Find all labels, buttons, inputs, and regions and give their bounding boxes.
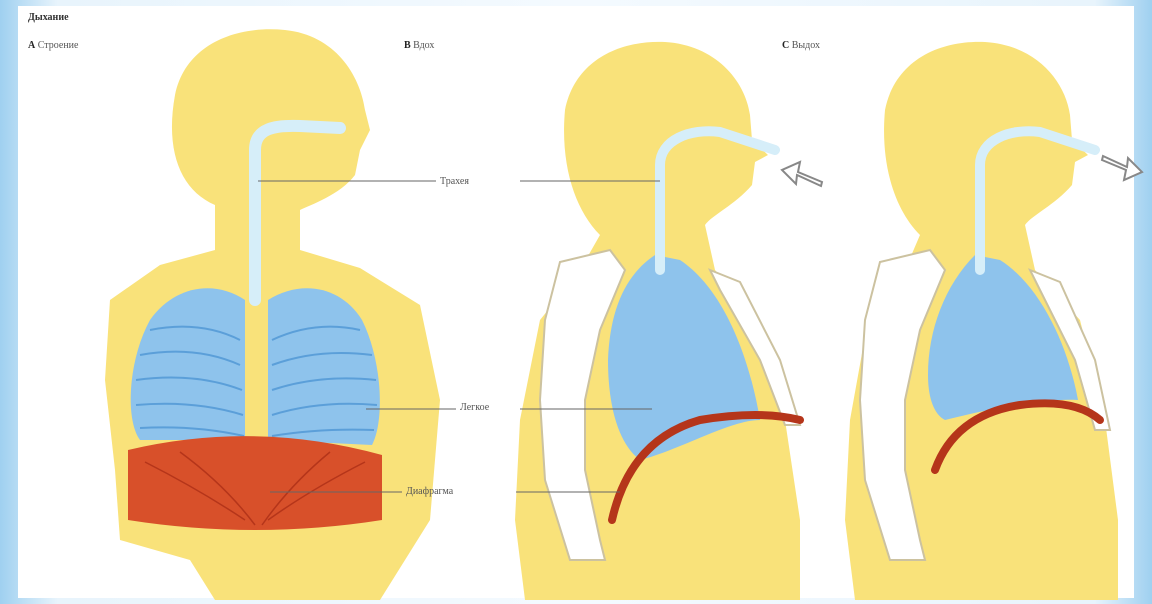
figure-c-airflow-arrow (1102, 156, 1142, 180)
trachea-label: Трахея (440, 176, 469, 188)
section-a-text: Строение (38, 40, 79, 51)
section-b-letter: B (404, 40, 411, 51)
section-c-letter: C (782, 40, 789, 51)
section-a-letter: A (28, 40, 35, 51)
section-c-text: Выдох (792, 40, 820, 51)
diaphragm-label: Диафрагма (406, 486, 453, 498)
figure-a-front-view (105, 29, 440, 600)
lung-label: Легкое (460, 402, 489, 414)
section-b-label: B Вдох (404, 40, 434, 52)
section-b-text: Вдох (413, 40, 434, 51)
figure-a-diaphragm (128, 436, 382, 530)
figure-b-side-view (515, 42, 822, 600)
section-c-label: C Выдох (782, 40, 820, 52)
figure-c-side-view (845, 42, 1142, 600)
diagram-title: Дыхание (28, 12, 69, 24)
section-a-label: A Строение (28, 40, 78, 52)
figure-b-airflow-arrow (782, 162, 822, 186)
